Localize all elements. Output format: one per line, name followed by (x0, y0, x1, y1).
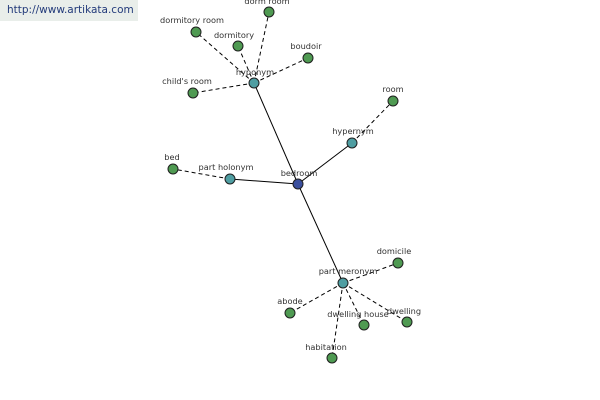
edge-part-meronym-dwelling (342, 282, 408, 323)
term-label-boudoir: boudoir (290, 41, 322, 51)
edge-part-meronym-abode (289, 282, 344, 314)
edge-bedroom-part-holonym (229, 178, 299, 185)
center-label-bedroom: bedroom (281, 168, 318, 178)
edge-hyponym-child-s-room (192, 82, 255, 94)
term-node-bed[interactable] (167, 163, 179, 175)
term-node-dormitory[interactable] (232, 40, 244, 52)
relation-node-hypernym[interactable] (346, 137, 358, 149)
term-label-domicile: domicile (377, 246, 412, 256)
term-label-dwelling: dwelling (387, 306, 421, 316)
relation-node-part-holonym[interactable] (224, 173, 236, 185)
relation-label-part-holonym: part holonym (199, 162, 254, 172)
term-node-dwelling[interactable] (401, 316, 413, 328)
term-label-dormitory: dormitory (214, 30, 254, 40)
edges-layer (172, 11, 408, 359)
term-label-abode: abode (277, 296, 302, 306)
relation-node-part-meronym[interactable] (337, 277, 349, 289)
edge-bedroom-hyponym (253, 82, 299, 185)
term-label-room: room (382, 84, 403, 94)
relation-label-hypernym: hypernym (332, 126, 374, 136)
term-label-dwelling-house: dwelling house (327, 309, 388, 319)
center-node-bedroom[interactable] (292, 178, 304, 190)
edge-hyponym-dorm-room (253, 11, 270, 84)
edge-part-meronym-habitation (331, 282, 344, 359)
edge-hypernym-room (351, 100, 394, 144)
relation-label-part-meronym: part meronym (319, 266, 378, 276)
edge-hyponym-dormitory (237, 45, 255, 84)
term-node-dormitory-room[interactable] (190, 26, 202, 38)
term-node-child-s-room[interactable] (187, 87, 199, 99)
edge-bedroom-hypernym (297, 142, 353, 185)
term-label-dorm-room: dorm room (244, 0, 289, 6)
term-node-room[interactable] (387, 95, 399, 107)
term-label-habitation: habitation (305, 342, 347, 352)
relation-label-hyponym: hyponym (236, 67, 274, 77)
term-node-domicile[interactable] (392, 257, 404, 269)
term-node-abode[interactable] (284, 307, 296, 319)
nodes-layer: hyponym dorm room dormitory room dormitory b… (160, 0, 421, 364)
edge-part-meronym-dwelling-house (342, 282, 365, 326)
term-node-dorm-room[interactable] (263, 6, 275, 18)
term-label-child-s-room: child's room (162, 76, 212, 86)
edge-bedroom-part-meronym (297, 183, 344, 284)
artikata-url-link[interactable]: http://www.artikata.com (0, 0, 138, 21)
term-node-habitation[interactable] (326, 352, 338, 364)
relation-node-hyponym[interactable] (248, 77, 260, 89)
edge-part-meronym-domicile (342, 262, 399, 284)
edge-hyponym-boudoir (253, 57, 309, 84)
term-node-dwelling-house[interactable] (358, 319, 370, 331)
term-label-bed: bed (164, 152, 179, 162)
edge-part-holonym-bed (172, 168, 231, 180)
term-node-boudoir[interactable] (302, 52, 314, 64)
edge-hyponym-dormitory-room (195, 31, 255, 84)
term-label-dormitory-room: dormitory room (160, 15, 224, 25)
